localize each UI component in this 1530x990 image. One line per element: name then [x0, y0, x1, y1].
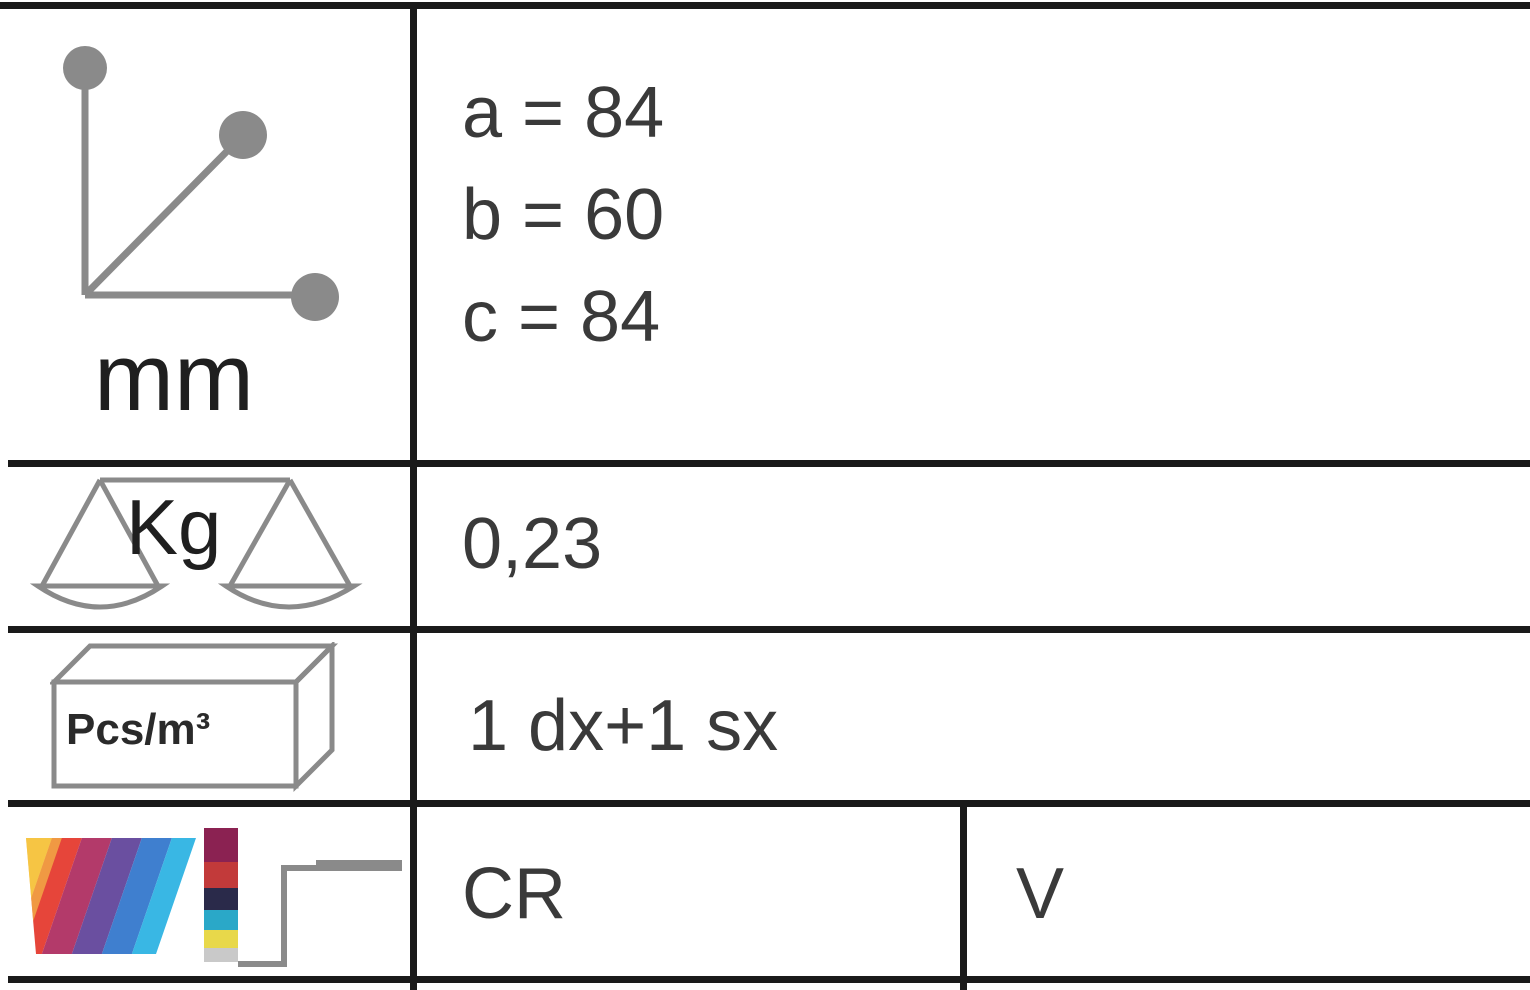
scale-icon-label: Kg [126, 483, 222, 571]
box-icon: Pcs/m³ [50, 642, 350, 794]
dimension-c: c = 84 [462, 277, 661, 357]
unit-label: mm [94, 324, 254, 431]
row-divider-2 [8, 626, 1530, 633]
color-finish-icon [26, 826, 406, 971]
row-divider-1 [8, 460, 1530, 467]
finish-column-divider [960, 806, 967, 990]
dimension-a: a = 84 [462, 73, 665, 153]
table-top-border [0, 2, 1530, 9]
dimensions-icon: mm [30, 30, 370, 430]
dimension-b: b = 60 [462, 175, 665, 255]
column-divider [410, 2, 417, 990]
package-value: 1 dx+1 sx [468, 686, 779, 766]
finish-value-v: V [1016, 854, 1065, 934]
box-icon-label: Pcs/m³ [66, 705, 211, 754]
table-bottom-border [8, 976, 1530, 983]
weight-value: 0,23 [462, 504, 603, 584]
dimensions-values: a = 84 b = 60 c = 84 [462, 62, 664, 368]
row-divider-3 [8, 800, 1530, 807]
scale-icon: Kg [30, 468, 370, 623]
finish-value-cr: CR [462, 854, 566, 934]
